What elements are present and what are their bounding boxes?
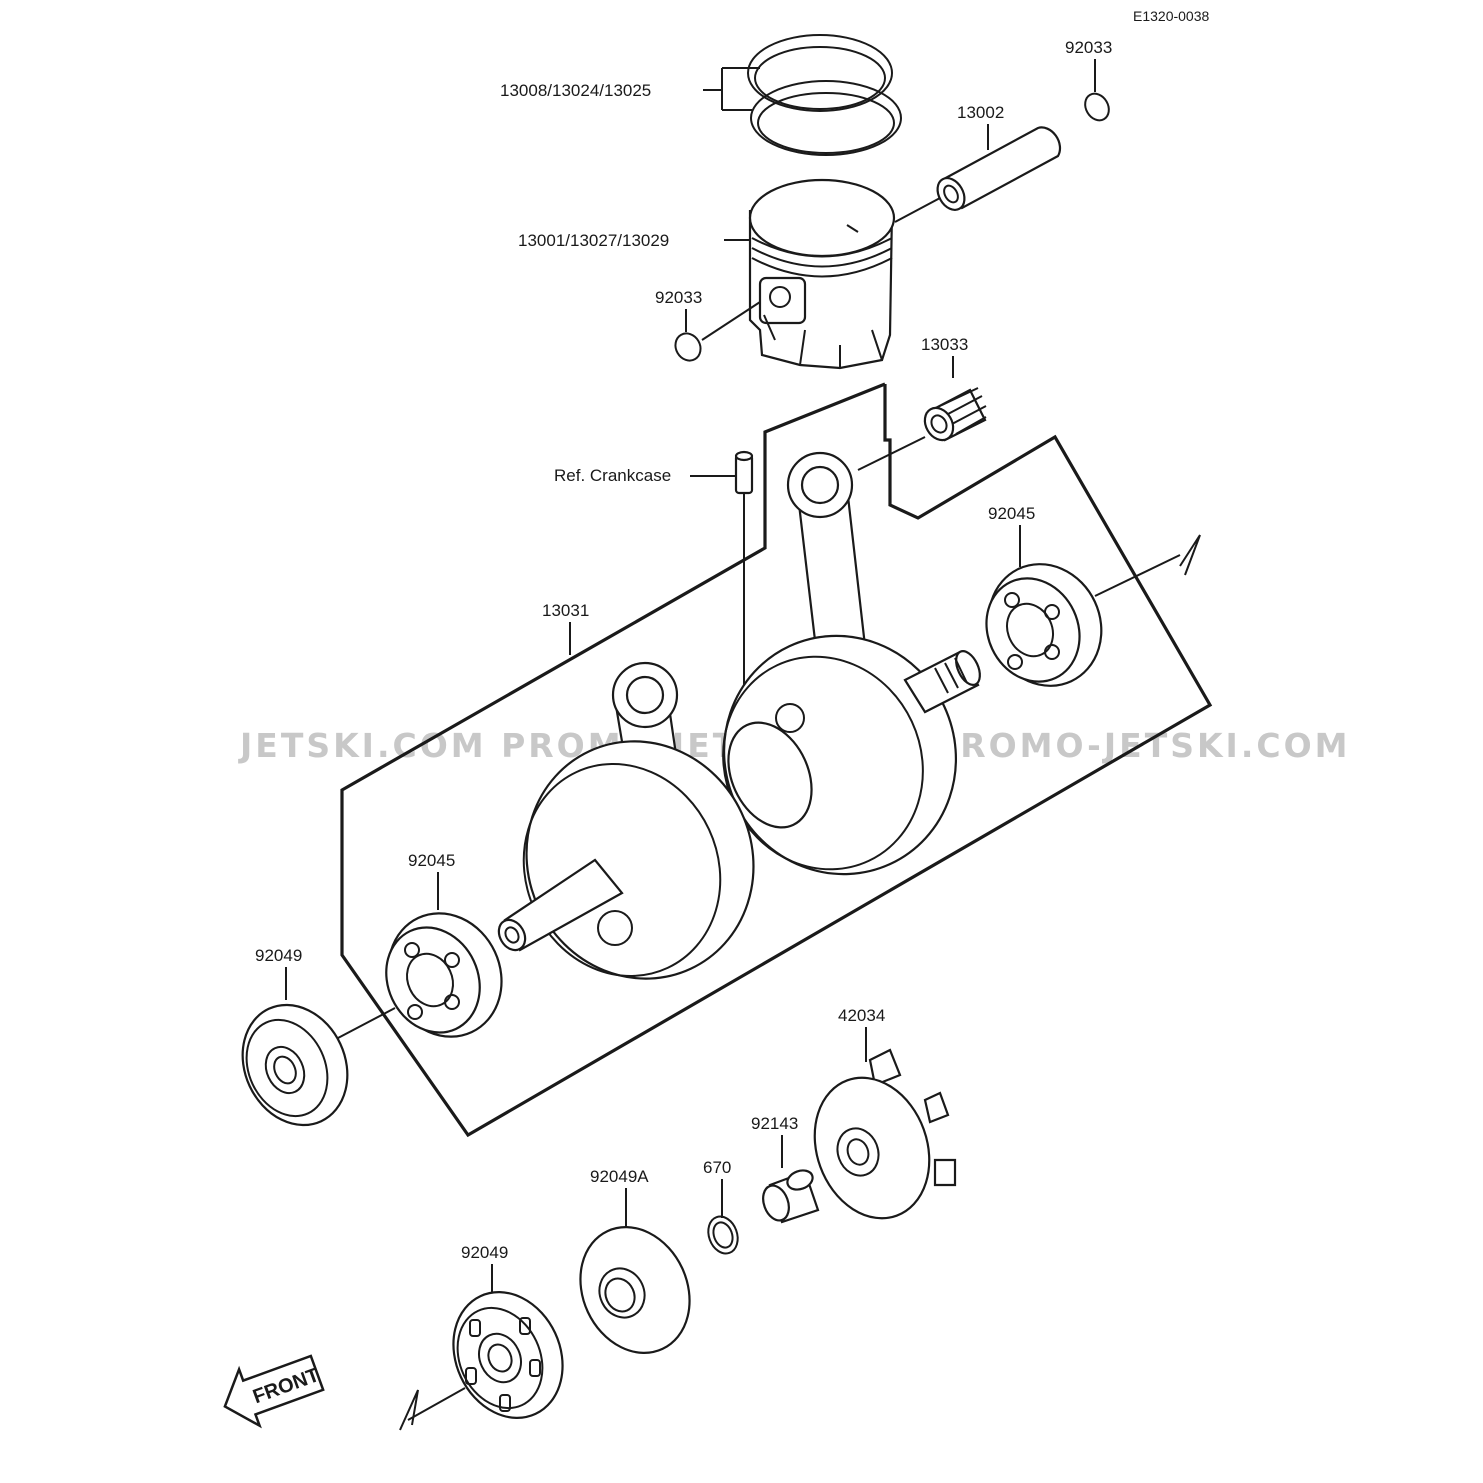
label-piston-pin: 13002 bbox=[957, 103, 1004, 122]
o-ring bbox=[707, 1215, 739, 1255]
label-piston-rings: 13008/13024/13025 bbox=[500, 81, 651, 100]
label-oil-seal-left: 92049 bbox=[255, 946, 302, 965]
label-oil-seal-a: 92049A bbox=[590, 1167, 649, 1186]
label-needle-bearing: 13033 bbox=[921, 335, 968, 354]
needle-bearing bbox=[923, 387, 987, 442]
label-bearing-right: 92045 bbox=[988, 504, 1035, 523]
label-oil-seal-bottom: 92049 bbox=[461, 1243, 508, 1262]
bearing-left bbox=[385, 912, 503, 1038]
label-crankshaft: 13031 bbox=[542, 601, 589, 620]
front-label: FRONT bbox=[250, 1364, 322, 1408]
diagram-code: E1320-0038 bbox=[1133, 8, 1210, 24]
piston bbox=[748, 178, 896, 370]
label-clip-left: 92033 bbox=[655, 288, 702, 307]
bearing-right bbox=[985, 563, 1103, 687]
label-piston: 13001/13027/13029 bbox=[518, 231, 669, 250]
label-collar: 92143 bbox=[751, 1114, 798, 1133]
circlip-top bbox=[1084, 92, 1110, 122]
crankshaft bbox=[497, 451, 981, 980]
piston-rings bbox=[747, 34, 902, 156]
label-clip-top: 92033 bbox=[1065, 38, 1112, 57]
oil-seal-bottom bbox=[452, 1291, 564, 1419]
coupling bbox=[813, 1048, 957, 1220]
oil-seal-left bbox=[241, 1003, 349, 1127]
label-o-ring: 670 bbox=[703, 1158, 731, 1177]
front-arrow: FRONT bbox=[223, 1354, 325, 1429]
circlip-left bbox=[674, 332, 702, 362]
oil-seal-a bbox=[579, 1226, 691, 1354]
piston-pin bbox=[936, 126, 1062, 211]
leader-piston-rings bbox=[703, 67, 760, 111]
label-bearing-left: 92045 bbox=[408, 851, 455, 870]
label-ref-crankcase: Ref. Crankcase bbox=[554, 466, 671, 485]
collar bbox=[762, 1169, 820, 1224]
label-coupling: 42034 bbox=[838, 1006, 885, 1025]
assembly-outline bbox=[340, 382, 1213, 1138]
dowel-pin bbox=[734, 450, 754, 495]
